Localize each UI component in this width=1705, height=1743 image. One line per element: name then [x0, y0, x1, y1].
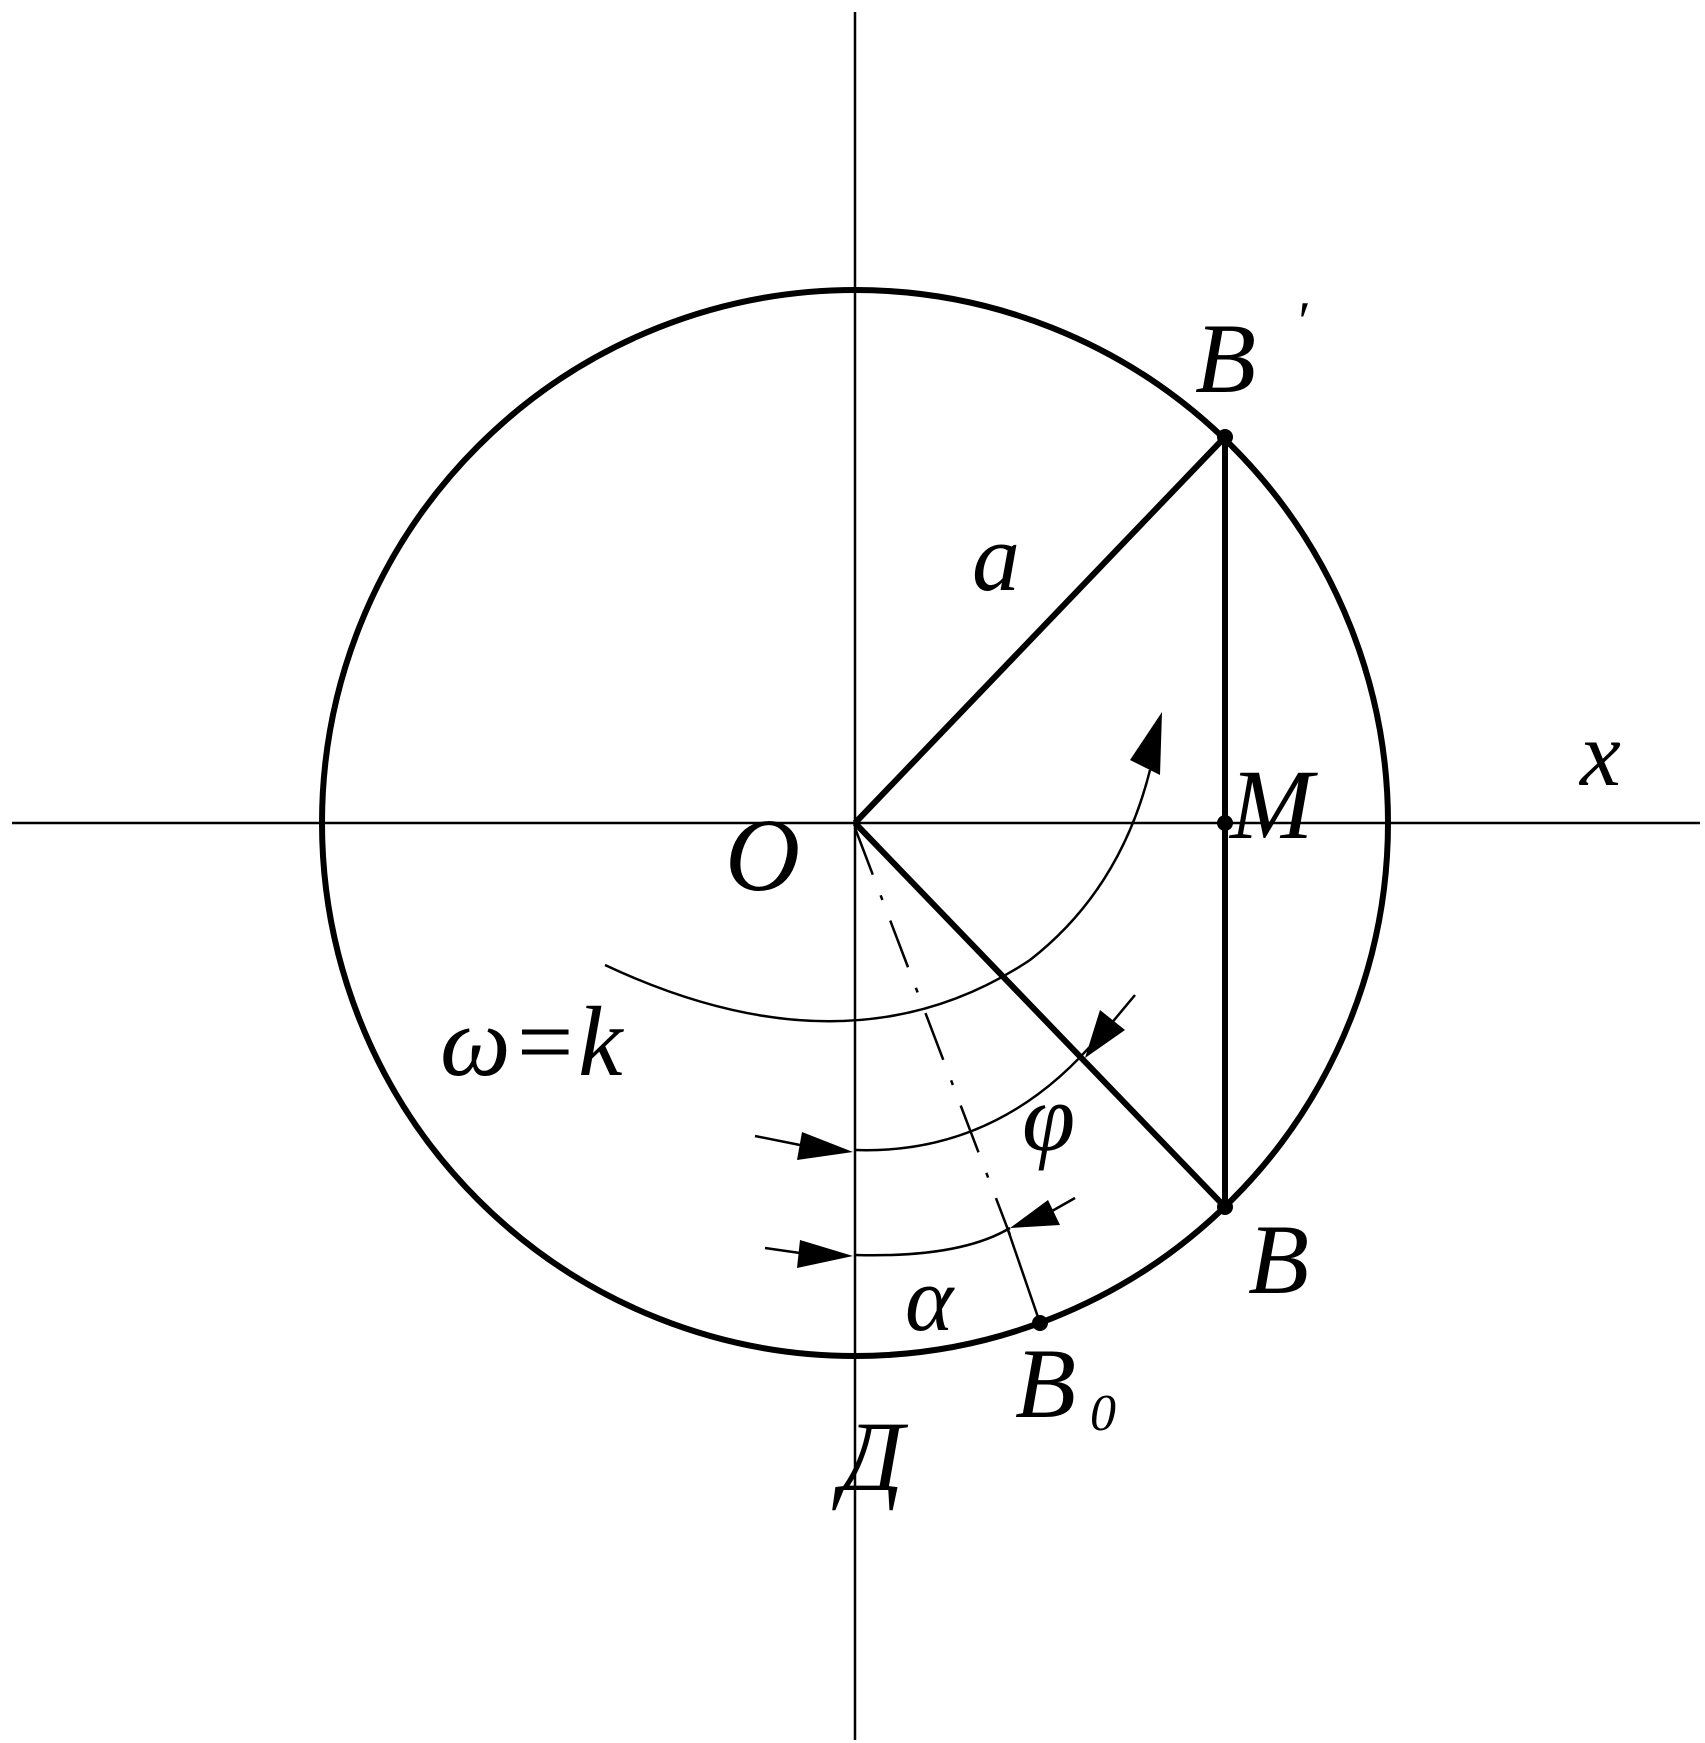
phi-label: φ [1022, 1064, 1075, 1171]
origin-label: O [725, 798, 800, 913]
omega-eq-k-label: ω=k [440, 986, 624, 1097]
point-b0-subscript: 0 [1090, 1385, 1116, 1442]
b0-tick-line [1006, 1229, 1042, 1324]
phi-arrow-right-head [1085, 1010, 1125, 1058]
alpha-arrow-right-head [1010, 1200, 1060, 1228]
point-b-dot [1217, 1199, 1233, 1215]
point-b-prime-dot [1217, 429, 1233, 445]
segment-o-b [852, 820, 1228, 1210]
radius-o-b-prime [852, 434, 1228, 826]
point-b-label: B [1248, 1204, 1309, 1315]
omega-rotation-arc [604, 769, 1152, 1023]
radius-label: a [972, 504, 1020, 611]
phi-arrow-left-head [797, 1132, 853, 1160]
main-circle [319, 287, 1391, 1359]
alpha-label: α [905, 1248, 955, 1350]
point-b0-label: B [1015, 1328, 1076, 1439]
alpha-arrow-left-head [797, 1240, 853, 1268]
phi-arc [854, 1034, 1101, 1152]
alpha-arrow-left-shaft [764, 1246, 801, 1255]
point-b-prime-label: B [1195, 303, 1256, 414]
axis-x-label: x [1578, 703, 1621, 805]
omega-arrowhead [1130, 712, 1162, 775]
prime-mark: ′ [1295, 291, 1308, 353]
alpha-arc [854, 1226, 1011, 1257]
reference-dash-line [853, 827, 1012, 1236]
phi-arrow-left-shaft [754, 1134, 801, 1147]
phi-arrow-right-shaft [1109, 994, 1136, 1026]
point-m-dot [1217, 815, 1233, 831]
d-label: Д [832, 1401, 909, 1512]
point-m-label: M [1228, 749, 1318, 860]
